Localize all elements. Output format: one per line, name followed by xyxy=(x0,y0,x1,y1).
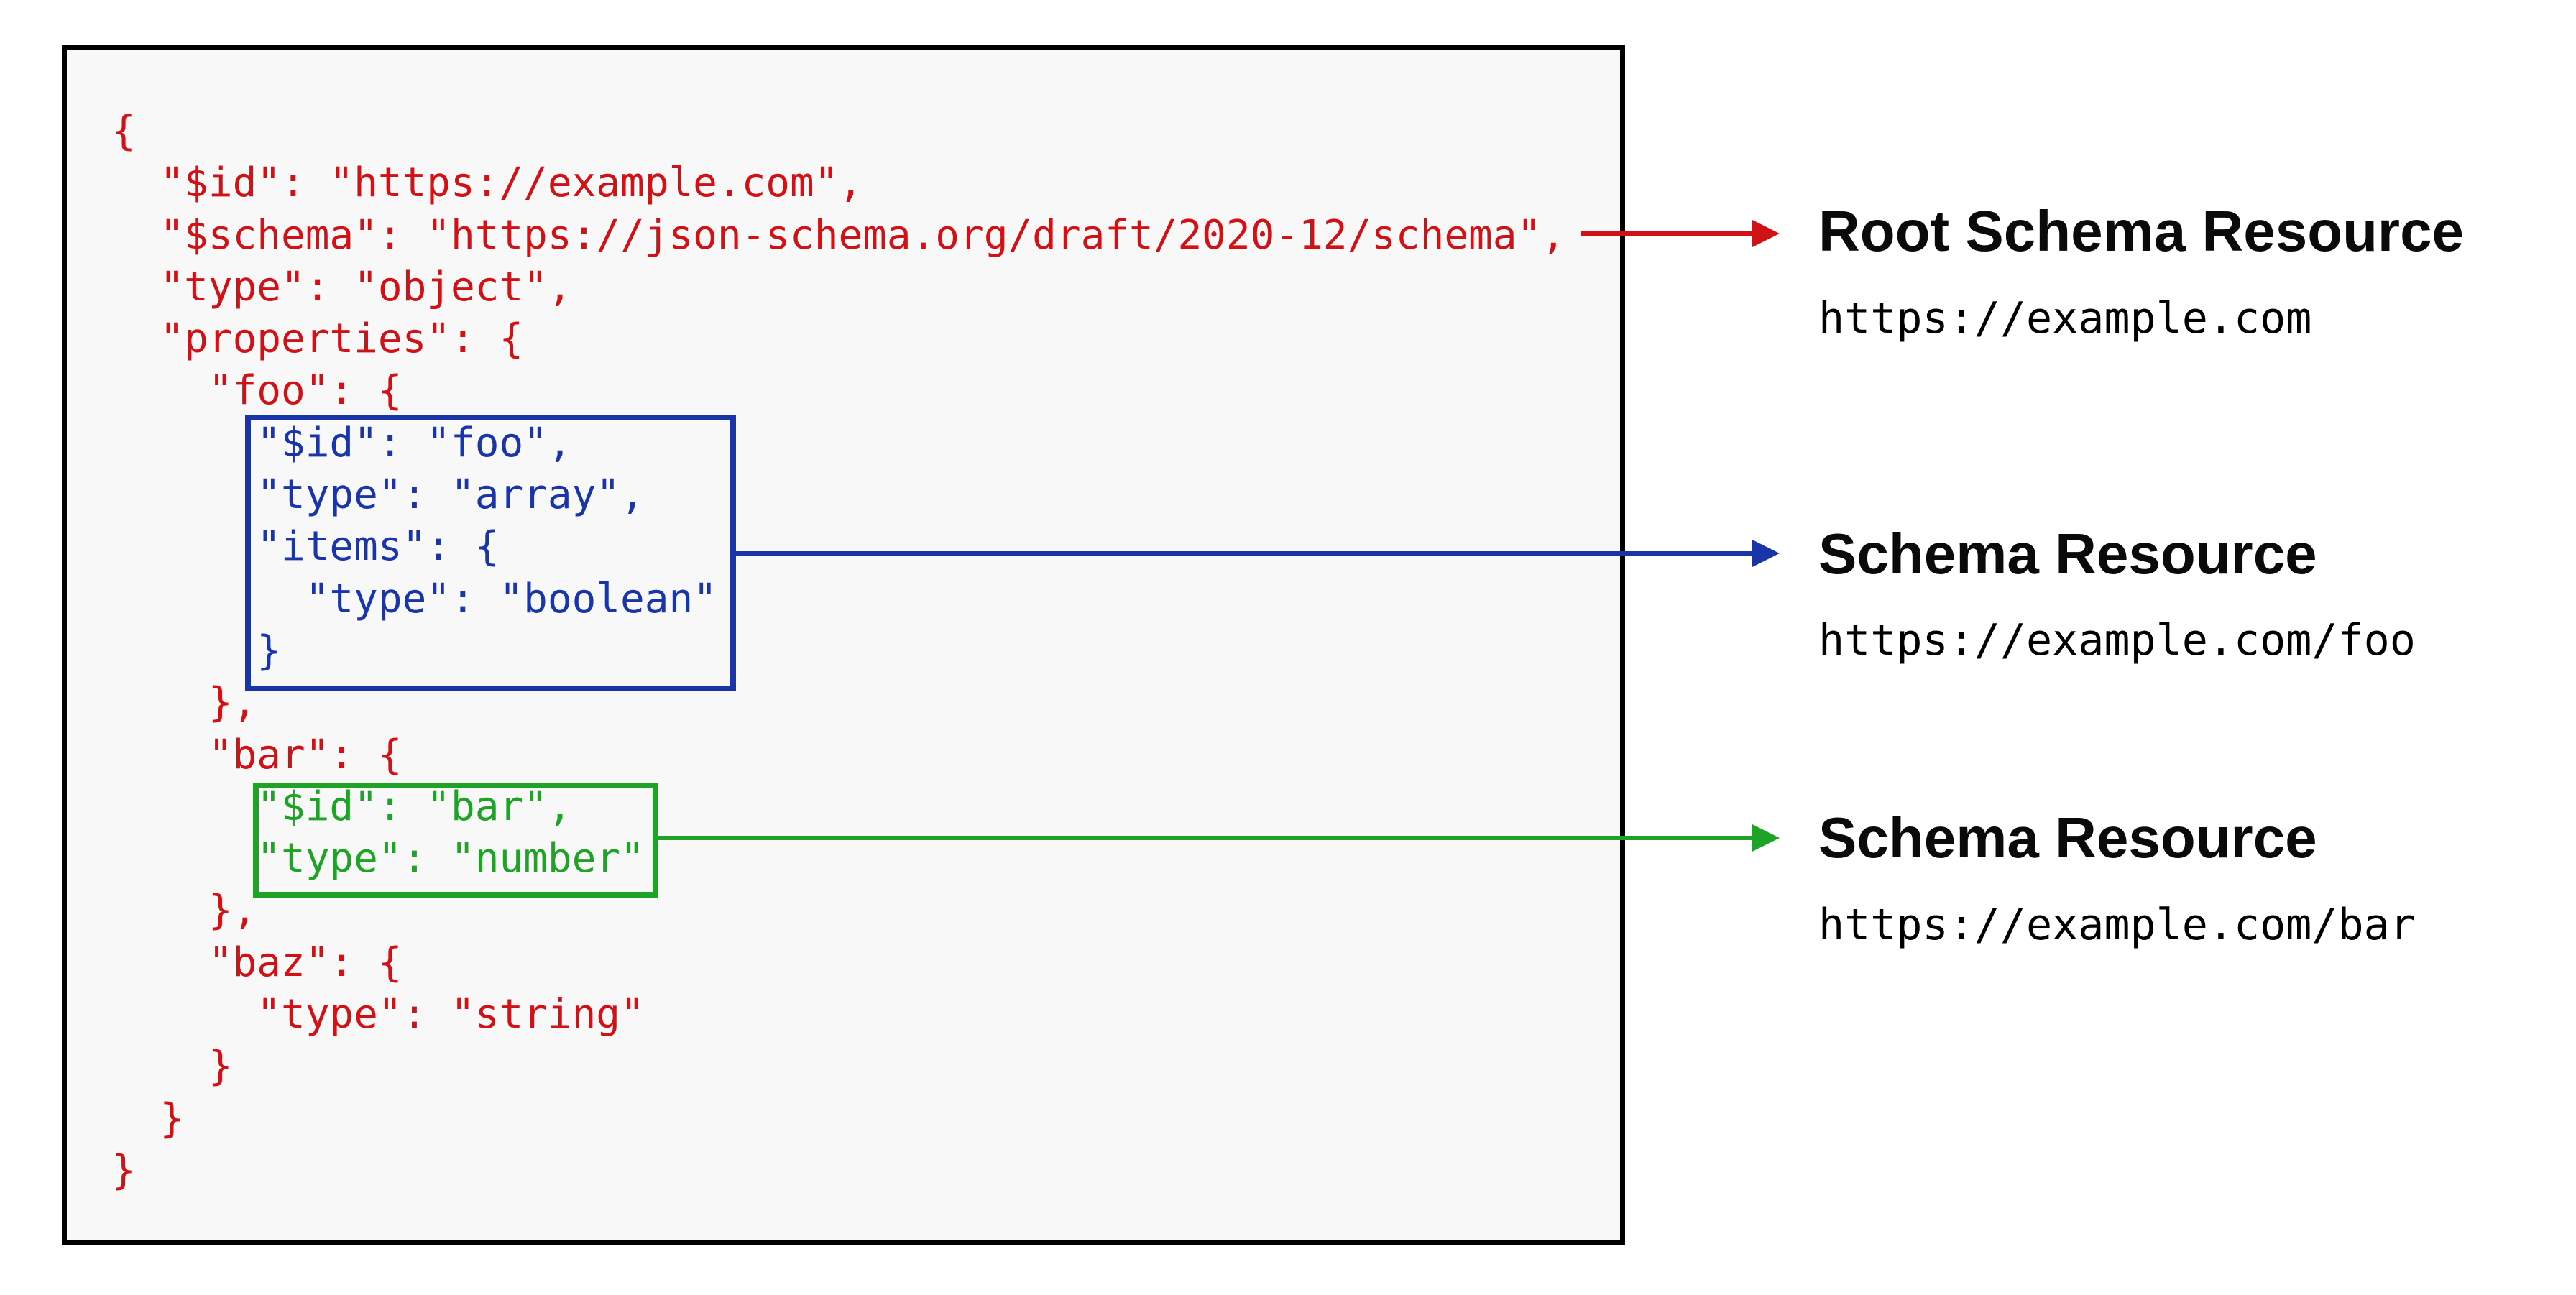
code-line: "type": "string" xyxy=(111,991,645,1038)
code-line: "$id": "foo", xyxy=(111,419,572,466)
code-line: "$id": "bar", xyxy=(111,783,572,830)
code-line: } xyxy=(111,1146,136,1194)
code-line: "$id": "https://example.com", xyxy=(111,160,863,207)
annotation-title-foo-schema-resource: Schema Resource xyxy=(1818,522,2317,586)
foo-schema-arrow-line xyxy=(736,551,1754,556)
schema-source-box xyxy=(62,45,1625,1245)
code-line: "items": { xyxy=(111,523,500,571)
code-line: "properties": { xyxy=(111,315,524,363)
root-schema-arrow-line xyxy=(1581,231,1754,236)
bar-schema-resource-frame xyxy=(253,783,658,898)
root-schema-arrow-head-icon xyxy=(1752,220,1780,247)
bar-schema-arrow-head-icon xyxy=(1752,824,1780,852)
foo-schema-arrow-head-icon xyxy=(1752,540,1780,567)
annotation-title-bar-schema-resource: Schema Resource xyxy=(1818,806,2317,870)
annotation-title-root-schema-resource: Root Schema Resource xyxy=(1818,199,2465,263)
annotation-url-bar-schema-resource: https://example.com/bar xyxy=(1818,900,2416,950)
code-line: { xyxy=(111,108,136,155)
code-line: "type": "object", xyxy=(111,263,572,310)
code-line: } xyxy=(111,627,282,674)
code-line: } xyxy=(111,1043,233,1090)
code-line: "type": "array", xyxy=(111,471,645,519)
annotation-url-root-schema-resource: https://example.com xyxy=(1818,293,2312,344)
code-line: "baz": { xyxy=(111,939,402,986)
foo-schema-resource-frame xyxy=(245,415,736,691)
bar-schema-arrow-line xyxy=(653,836,1754,840)
code-line: } xyxy=(111,1094,185,1142)
code-line: "foo": { xyxy=(111,367,402,415)
annotation-url-foo-schema-resource: https://example.com/foo xyxy=(1818,615,2416,665)
code-line: "bar": { xyxy=(111,731,402,778)
code-line: }, xyxy=(111,887,257,934)
code-line: "$schema": "https://json-schema.org/draf… xyxy=(111,211,1565,259)
code-line: "type": "boolean" xyxy=(111,575,717,622)
code-line: "type": "number" xyxy=(111,835,645,882)
json-code-block: { "$id": "https://example.com", "$schema… xyxy=(111,106,1565,1197)
